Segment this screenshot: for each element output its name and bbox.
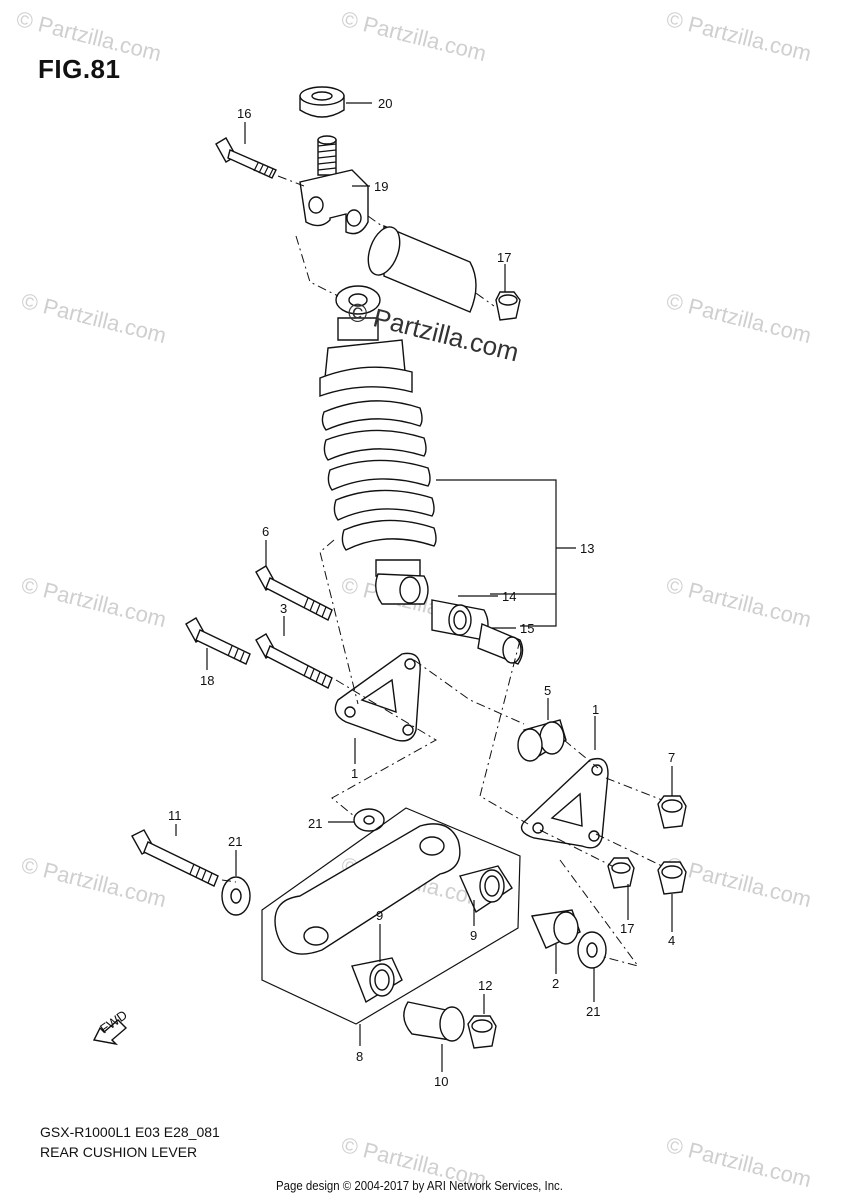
part-15-spacer <box>477 623 524 665</box>
callout-3: 3 <box>280 601 287 616</box>
callout-19: 19 <box>374 179 388 194</box>
part-21-washer-center <box>353 808 385 832</box>
callout-6: 6 <box>262 524 269 539</box>
callout-1-right: 1 <box>592 702 599 717</box>
part-9-bearing-lower <box>351 957 403 1004</box>
part-21-washer-right <box>577 931 607 969</box>
part-7-nut <box>657 795 687 829</box>
part-19-upper-clevis <box>299 135 369 235</box>
forward-direction-arrow-icon: FWD <box>92 1007 130 1046</box>
callout-13: 13 <box>580 541 594 556</box>
callout-18: 18 <box>200 673 214 688</box>
part-10-pin <box>403 1001 465 1042</box>
part-3-bolt <box>255 633 333 689</box>
part-17-nut-lower <box>607 857 635 889</box>
part-14-bearing <box>431 599 489 641</box>
callout-21-right: 21 <box>586 1004 600 1019</box>
callout-15: 15 <box>520 621 534 636</box>
callout-5: 5 <box>544 683 551 698</box>
part-1-lever-plate-right <box>520 757 609 849</box>
part-5-collar <box>517 719 567 762</box>
part-4-nut <box>657 861 687 895</box>
part-2-collar <box>530 909 581 949</box>
part-9-bearing-upper <box>459 865 513 914</box>
part-12-nut <box>467 1015 497 1049</box>
callout-8: 8 <box>356 1049 363 1064</box>
part-17-nut-upper <box>495 291 521 321</box>
model-code: GSX-R1000L1 E03 E28_081 <box>40 1124 220 1140</box>
callout-7: 7 <box>668 750 675 765</box>
callout-11: 11 <box>168 808 182 823</box>
footer-credit: Page design © 2004-2017 by ARI Network S… <box>276 1178 563 1193</box>
callout-9-lower: 9 <box>376 908 383 923</box>
callout-12: 12 <box>478 978 492 993</box>
part-20-bushing <box>299 86 345 118</box>
callout-21-left: 21 <box>228 834 242 849</box>
part-6-bolt <box>255 565 333 621</box>
callout-10: 10 <box>434 1074 448 1089</box>
callout-21-center: 21 <box>308 816 322 831</box>
callout-4: 4 <box>668 933 675 948</box>
callout-20: 20 <box>378 96 392 111</box>
callout-1-left: 1 <box>351 766 358 781</box>
figure-title: FIG.81 <box>38 54 121 84</box>
callout-16: 16 <box>237 106 251 121</box>
part-21-washer-left <box>221 876 251 916</box>
section-name: REAR CUSHION LEVER <box>40 1144 198 1160</box>
callout-14: 14 <box>502 589 516 604</box>
part-8-link-rod <box>274 823 461 955</box>
callout-17-lower: 17 <box>620 921 634 936</box>
callout-9-upper: 9 <box>470 928 477 943</box>
part-16-bolt <box>215 137 277 179</box>
shock-reservoir <box>367 224 477 313</box>
part-18-bolt <box>185 617 251 665</box>
part-13-shock-absorber <box>319 285 437 605</box>
part-1-lever-plate-left <box>334 652 421 742</box>
callout-2: 2 <box>552 976 559 991</box>
callout-17: 17 <box>497 250 511 265</box>
part-11-bolt <box>131 829 219 887</box>
